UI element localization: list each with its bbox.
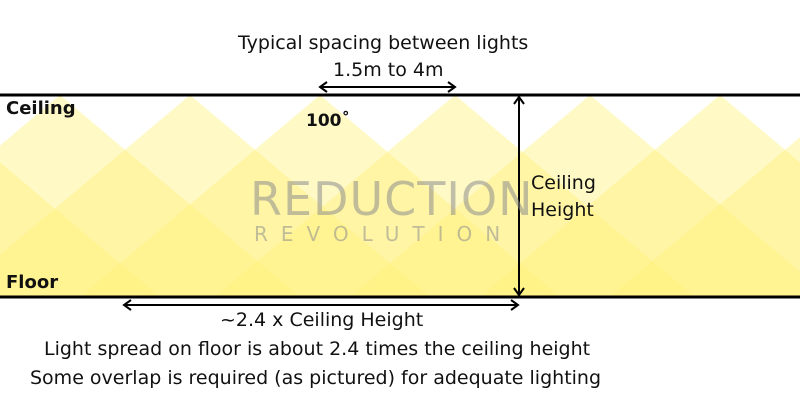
light-cone — [610, 137, 800, 297]
ceiling-height-arrow — [513, 95, 525, 297]
spacing-title: Typical spacing between lights — [238, 32, 529, 54]
watermark-logo: REDUCTION — [250, 172, 534, 226]
watermark-logo-subtitle: REVOLUTION — [254, 222, 514, 246]
spacing-arrow — [318, 81, 457, 93]
floor-spread-label: ~2.4 x Ceiling Height — [220, 309, 424, 331]
floor-label: Floor — [6, 272, 59, 293]
light-cone — [215, 95, 695, 297]
floor-spread-arrow — [122, 299, 520, 311]
caption-line-1: Light spread on floor is about 2.4 times… — [44, 338, 591, 360]
ceiling-height-label: Ceiling — [531, 172, 596, 194]
ceiling-height-label-line2: Height — [531, 199, 594, 221]
caption-line-2: Some overlap is required (as pictured) f… — [30, 367, 602, 389]
ceiling-label: Ceiling — [6, 98, 76, 119]
spacing-range-label: 1.5m to 4m — [333, 59, 444, 81]
light-cone — [80, 95, 560, 297]
light-cone — [0, 95, 300, 297]
light-cone — [0, 95, 430, 297]
light-cone — [0, 162, 160, 297]
light-cone — [480, 95, 800, 297]
light-cone — [350, 95, 800, 297]
beam-angle-label: 100˚ — [306, 111, 350, 131]
light-cones — [0, 95, 800, 297]
